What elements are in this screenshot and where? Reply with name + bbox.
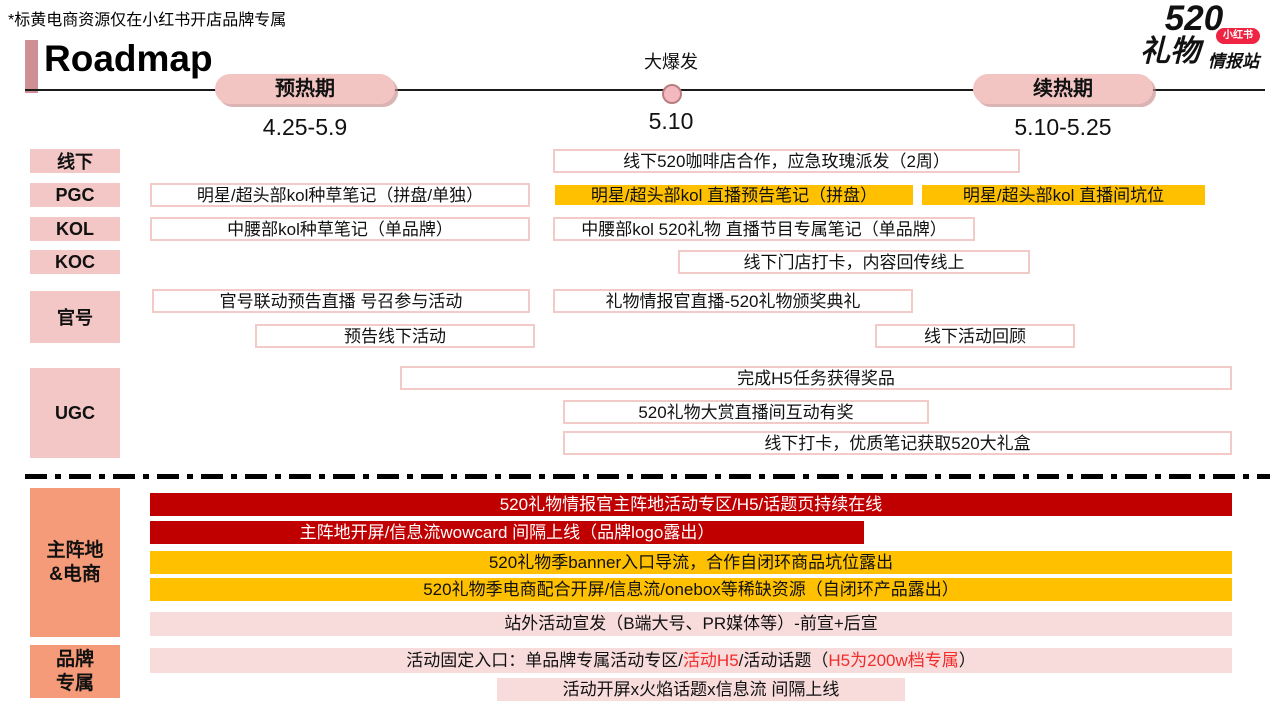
bar-kol-live-program-notes: 中腰部kol 520礼物 直播节目专属笔记（单品牌） (553, 217, 975, 241)
sidebar-label-ugc: UGC (30, 368, 120, 458)
bar-external-promo: 站外活动宣发（B端大号、PR媒体等）-前宣+后宣 (150, 612, 1232, 636)
bar-pgc-live-preview-notes: 明星/超头部kol 直播预告笔记（拼盘） (553, 183, 915, 207)
bar-official-live-preview: 官号联动预告直播 号召参与活动 (152, 289, 530, 313)
xiaohongshu-badge: 小红书 (1216, 28, 1260, 44)
phase-date-sustain: 5.10-5.25 (1014, 114, 1112, 140)
brand-entry-h5-highlight: 活动H5 (682, 651, 739, 670)
bar-pgc-seeding-notes: 明星/超头部kol种草笔记（拼盘/单独） (150, 183, 530, 207)
timeline-dot (662, 84, 682, 104)
brand-entry-text: /活动话题（ (738, 651, 829, 670)
section-label-brand-line2: 专属 (55, 672, 94, 694)
section-divider (25, 474, 1270, 479)
bar-brand-splash-launch: 活动开屏x火焰话题x信息流 间隔上线 (497, 678, 905, 701)
section-label-brand-exclusive: 品牌 专属 (30, 645, 120, 698)
bar-pgc-live-slots: 明星/超头部kol 直播间坑位 (920, 183, 1207, 207)
bar-ugc-h5-task: 完成H5任务获得奖品 (400, 366, 1232, 390)
bar-kol-seeding-notes: 中腰部kol种草笔记（单品牌） (150, 217, 530, 241)
brand-entry-text: ） (958, 651, 976, 670)
page-title: Roadmap (44, 38, 213, 79)
phase-pill-warmup: 预热期 (215, 74, 395, 104)
sidebar-label-pgc: PGC (30, 183, 120, 207)
bar-ecommerce-resources: 520礼物季电商配合开屏/信息流/onebox等稀缺资源（自闭环产品露出） (150, 578, 1232, 601)
bar-banner-traffic: 520礼物季banner入口导流，合作自闭环商品坑位露出 (150, 551, 1232, 574)
logo-gift-text: 礼物 (1140, 35, 1200, 68)
section-label-brand-line1: 品牌 (55, 648, 94, 670)
sidebar-label-offline: 线下 (30, 149, 120, 173)
bar-main-splash-wowcard: 主阵地开屏/信息流wowcard 间隔上线（品牌logo露出） (150, 521, 864, 544)
section-label-main-ecommerce: 主阵地 &电商 (30, 488, 120, 637)
bar-official-offline-preview: 预告线下活动 (255, 324, 535, 348)
brand-entry-text: 活动固定入口：单品牌专属活动专区/ (406, 651, 683, 670)
bar-ugc-checkin-giftbox: 线下打卡，优质笔记获取520大礼盒 (563, 431, 1232, 455)
brand-entry-tier-highlight: H5为200w档专属 (828, 651, 959, 670)
bar-official-offline-recap: 线下活动回顾 (875, 324, 1075, 348)
phase-date-warmup: 4.25-5.9 (262, 114, 348, 140)
bar-offline-cafe: 线下520咖啡店合作，应急玫瑰派发（2周） (553, 149, 1020, 173)
sidebar-label-kol: KOL (30, 217, 120, 241)
sidebar-label-official: 官号 (30, 291, 120, 343)
logo-info-station-text: 情报站 (1208, 52, 1259, 71)
phase-label-burst: 大爆发 (644, 52, 698, 72)
logo-520: 520 (1164, 0, 1224, 38)
phase-pill-sustain: 续热期 (973, 74, 1153, 104)
bar-brand-fixed-entry: 活动固定入口：单品牌专属活动专区/活动H5/活动话题（H5为200w档专属） (150, 648, 1232, 673)
section-label-main-line2: &电商 (49, 563, 101, 585)
footnote: *标黄电商资源仅在小红书开店品牌专属 (8, 12, 287, 29)
title-accent-bar (25, 40, 38, 93)
phase-date-burst: 5.10 (648, 108, 694, 134)
bar-main-activity-zone: 520礼物情报官主阵地活动专区/H5/话题页持续在线 (150, 493, 1232, 516)
section-label-main-line1: 主阵地 (46, 539, 104, 561)
bar-official-award-live: 礼物情报官直播-520礼物颁奖典礼 (553, 289, 913, 313)
sidebar-label-koc: KOC (30, 250, 120, 274)
bar-koc-store-checkin: 线下门店打卡，内容回传线上 (678, 250, 1030, 274)
timeline-line (25, 89, 1265, 91)
bar-ugc-live-interaction: 520礼物大赏直播间互动有奖 (563, 400, 929, 424)
